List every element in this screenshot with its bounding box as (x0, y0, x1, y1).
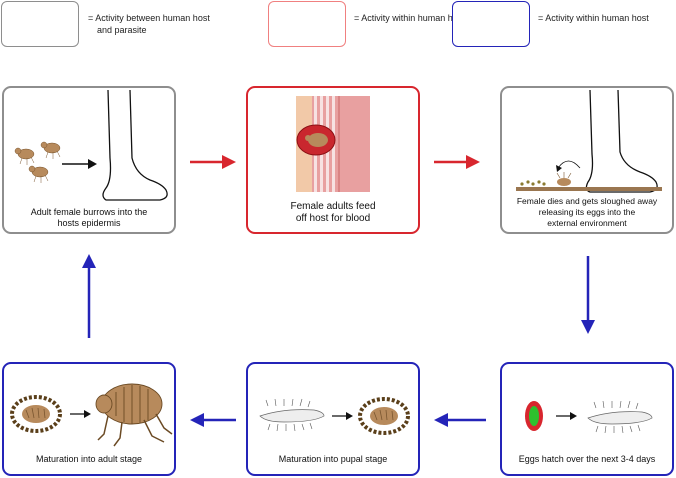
arrow-right-icon (556, 412, 577, 420)
burrow-caption: Adult female burrows into the hosts epid… (30, 207, 148, 228)
pupal-illustration (259, 397, 410, 435)
arrow-down-blue (581, 256, 595, 334)
adult-caption: Maturation into adult stage (35, 454, 143, 464)
egg-icon (525, 401, 543, 431)
adult-flea-icon (95, 383, 173, 447)
ground-icon (516, 187, 662, 191)
arrow-right-icon (70, 410, 91, 418)
panel-burrow: Adult female burrows into the hosts epid… (2, 86, 176, 234)
arrow-left-blue-2 (190, 413, 236, 427)
adult-illustration (10, 383, 173, 447)
arrow-right-red-1 (190, 155, 236, 169)
hatch-illustration (525, 400, 653, 434)
legend-label-gray: = Activity between human host and parasi… (88, 13, 210, 35)
feed-illustration (296, 96, 370, 192)
legend-swatch-gray (1, 1, 79, 47)
feed-caption: Female adults feed off host for blood (290, 201, 376, 224)
die-illustration (516, 89, 662, 193)
eggs-icon (520, 180, 546, 186)
arrow-up-blue (82, 254, 96, 338)
panel-feed: Female adults feed off host for blood (246, 86, 420, 234)
panel-adult: Maturation into adult stage (2, 362, 176, 476)
hatch-caption: Eggs hatch over the next 3-4 days (518, 454, 656, 464)
embedded-flea-icon (296, 124, 336, 156)
legend-swatch-blue (452, 1, 530, 47)
curved-arrow-icon (557, 160, 581, 169)
larva-icon (259, 398, 325, 432)
burrow-illustration (14, 89, 168, 201)
legend-label-red: = Activity within human host (354, 13, 465, 23)
arrow-right-icon (332, 412, 353, 420)
cocoon-icon (358, 397, 410, 435)
pupal-caption: Maturation into pupal stage (278, 454, 388, 464)
foot-icon (102, 89, 168, 201)
arrow-left-blue-1 (434, 413, 486, 427)
flea-icon (14, 141, 61, 183)
arrow-right-icon (62, 159, 97, 169)
panel-hatch: Eggs hatch over the next 3-4 days (500, 362, 674, 476)
legend-label-blue: = Activity within human host (538, 13, 649, 23)
panel-pupal: Maturation into pupal stage (246, 362, 420, 476)
cocoon-icon (10, 395, 62, 433)
arrow-right-red-2 (434, 155, 480, 169)
legend-swatch-red (268, 1, 346, 47)
panel-die: Female dies and gets sloughed away relea… (500, 86, 674, 234)
die-caption: Female dies and gets sloughed away relea… (516, 196, 658, 228)
larva-icon (587, 400, 653, 434)
dead-flea-icon (556, 172, 572, 186)
